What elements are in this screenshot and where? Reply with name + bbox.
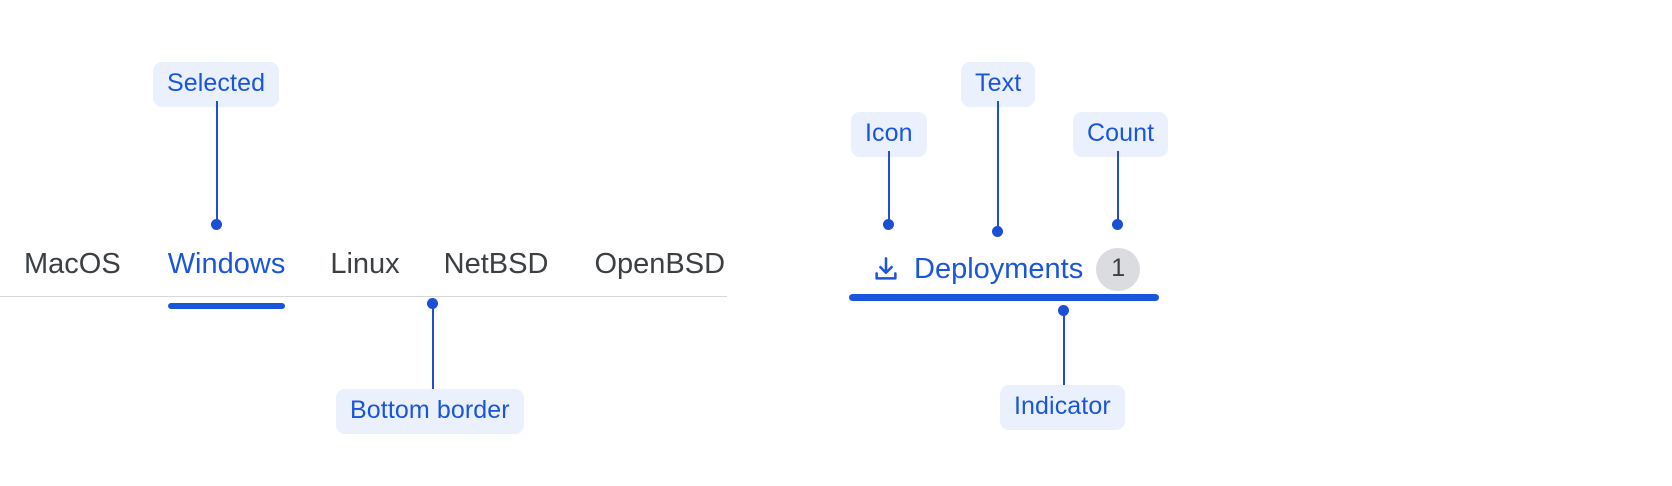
tab-label: NetBSD [443, 248, 549, 280]
tabbar-left: MacOS Windows Linux NetBSD OpenBSD [0, 246, 727, 309]
callout-indicator: Indicator [1000, 385, 1125, 430]
tab-label: Windows [167, 248, 286, 280]
tab-label: MacOS [24, 248, 121, 280]
tab-openbsd[interactable]: OpenBSD [594, 246, 725, 279]
tab-bottom-border-indicator [167, 303, 286, 309]
tab-deployments-count-badge: 1 [1096, 247, 1141, 291]
tab-list: MacOS Windows Linux NetBSD OpenBSD [0, 246, 725, 309]
leader-line-bottom-border [432, 304, 434, 389]
tab-deployments-indicator [849, 294, 1159, 301]
leader-line-count [1117, 151, 1119, 224]
leader-dot-indicator [1058, 305, 1069, 316]
leader-dot-count [1112, 219, 1123, 230]
tab-label: OpenBSD [594, 248, 726, 280]
callout-selected: Selected [153, 62, 280, 107]
leader-line-icon [888, 151, 890, 224]
callout-count: Count [1073, 112, 1169, 157]
leader-dot-selected [211, 219, 222, 230]
tab-netbsd[interactable]: NetBSD [444, 246, 549, 279]
tab-deployments[interactable]: Deployments 1 [849, 246, 1159, 302]
leader-dot-text [992, 226, 1003, 237]
tab-deployments-content: Deployments 1 [849, 246, 1141, 292]
leader-line-selected [216, 101, 218, 224]
leader-line-indicator [1063, 311, 1065, 385]
callout-bottom-border: Bottom border [336, 389, 524, 434]
leader-dot-icon [883, 219, 894, 230]
tab-linux[interactable]: Linux [330, 246, 399, 279]
tab-deployments-label: Deployments [914, 252, 1084, 285]
download-icon [871, 254, 901, 284]
tab-macos[interactable]: MacOS [24, 246, 121, 279]
tab-windows[interactable]: Windows [167, 246, 286, 309]
tabbar-divider [0, 296, 727, 297]
callout-icon: Icon [851, 112, 927, 157]
callout-text: Text [961, 62, 1036, 107]
leader-dot-bottom-border [427, 298, 438, 309]
tab-label: Linux [330, 248, 400, 280]
leader-line-text [997, 101, 999, 231]
